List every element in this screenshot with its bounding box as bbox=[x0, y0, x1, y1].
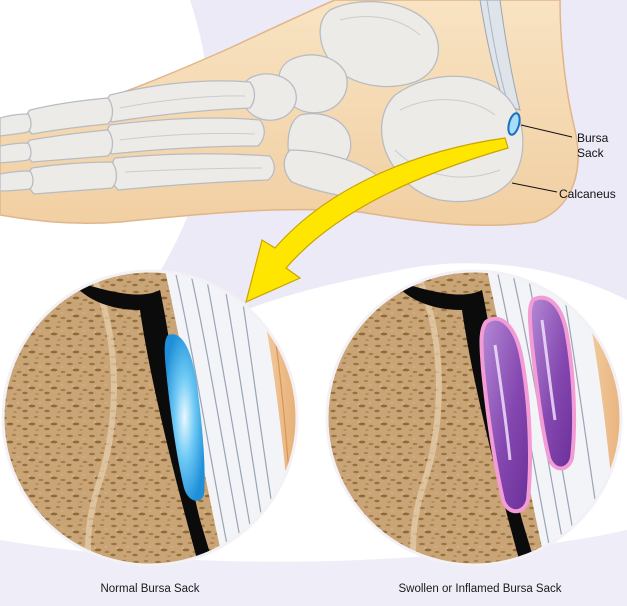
bursa-label-line2: Sack bbox=[577, 146, 604, 160]
foot-bones bbox=[0, 0, 524, 203]
achilles-tendon bbox=[479, 0, 521, 111]
normal-bursa-circle bbox=[1, 269, 299, 567]
heel-bursa bbox=[507, 112, 521, 136]
inflamed-bursa-caption: Swollen or Inflamed Bursa Sack bbox=[398, 583, 562, 595]
magnify-arrow bbox=[245, 137, 509, 304]
inflamed-bursa-circle bbox=[325, 269, 623, 567]
bursa-leader-line bbox=[520, 124, 573, 138]
bone-shading bbox=[119, 15, 501, 178]
normal-bursa-caption: Normal Bursa Sack bbox=[100, 583, 200, 595]
bursa-label-line1: Bursa bbox=[577, 131, 609, 145]
background-swoosh-lower bbox=[0, 530, 627, 606]
calcaneus-leader-line bbox=[511, 182, 558, 193]
calcaneus-label: Calcaneus bbox=[559, 187, 616, 201]
